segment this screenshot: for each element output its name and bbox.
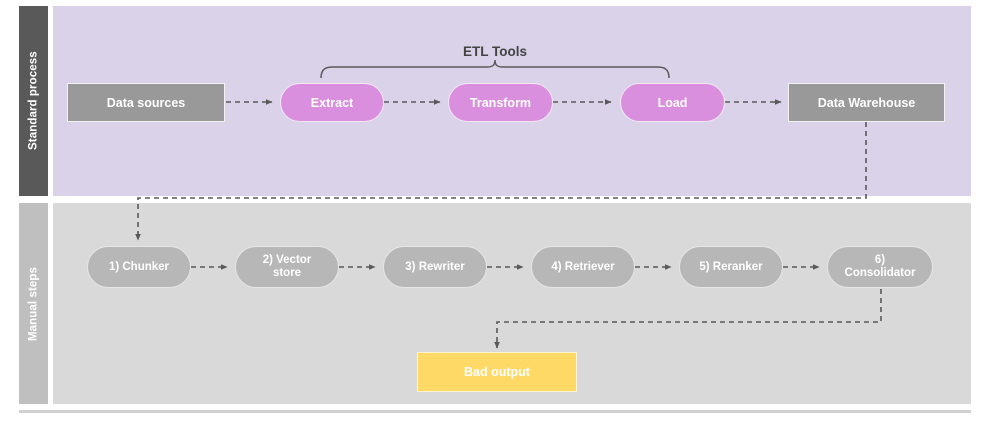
node-vector-store-label-line2: store: [272, 267, 302, 279]
node-consolidator[interactable]: 6) Consolidator: [827, 246, 933, 288]
node-chunker[interactable]: 1) Chunker: [87, 246, 191, 288]
node-consolidator-label-line2: Consolidator: [844, 267, 916, 279]
etl-tools-label: ETL Tools: [463, 44, 527, 59]
node-consolidator-label-line1: 6): [874, 254, 886, 267]
node-transform[interactable]: Transform: [448, 83, 553, 122]
node-extract[interactable]: Extract: [280, 83, 384, 122]
node-load[interactable]: Load: [620, 83, 725, 122]
node-vector-store[interactable]: 2) Vector store: [235, 246, 339, 288]
lane-label-manual-steps: Manual steps: [19, 203, 48, 404]
bottom-divider: [19, 410, 971, 413]
node-reranker[interactable]: 5) Reranker: [679, 246, 783, 288]
node-rewriter[interactable]: 3) Rewriter: [383, 246, 487, 288]
node-data-sources[interactable]: Data sources: [67, 83, 225, 122]
node-bad-output[interactable]: Bad output: [417, 352, 577, 392]
node-data-warehouse[interactable]: Data Warehouse: [788, 83, 945, 122]
node-vector-store-label-line1: 2) Vector: [262, 254, 312, 267]
lane-label-standard-process: Standard process: [19, 6, 48, 196]
node-retriever[interactable]: 4) Retriever: [531, 246, 635, 288]
